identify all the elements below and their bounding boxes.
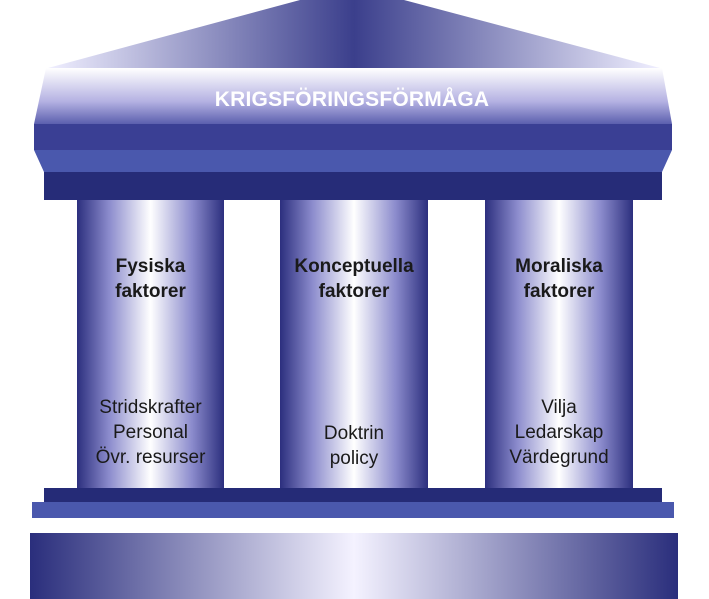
- pillar-items-konceptuella: Doktrin policy: [280, 421, 428, 471]
- pillar-fysiska: [77, 200, 224, 488]
- pillar-title-line: faktorer: [115, 281, 186, 302]
- pillar-item: policy: [329, 448, 379, 469]
- pillar-title-line: faktorer: [318, 281, 390, 302]
- pillar-item: Stridskrafter: [99, 397, 202, 418]
- pillar-item: Vilja: [541, 397, 577, 418]
- pillar-title-line: Fysiska: [115, 256, 186, 277]
- base-step-middle: [32, 502, 674, 518]
- roof-entablature: [34, 68, 672, 124]
- pillar-moraliska: [485, 200, 633, 488]
- pillar-title-konceptuella: Konceptuella faktorer: [270, 254, 438, 304]
- pillar-title-moraliska: Moraliska faktorer: [485, 254, 633, 304]
- roof-band: [34, 124, 672, 150]
- base-step-top: [44, 488, 662, 502]
- pillar-items-fysiska: Stridskrafter Personal Övr. resurser: [67, 395, 234, 470]
- pillar-title-line: Konceptuella: [294, 256, 414, 277]
- pillar-item: Ledarskap: [514, 422, 604, 443]
- pillar-item: Övr. resurser: [95, 447, 206, 468]
- foundation: [30, 533, 678, 599]
- pillar-konceptuella: [280, 200, 428, 488]
- pillar-title-fysiska: Fysiska faktorer: [77, 254, 224, 304]
- pillar-title-line: Moraliska: [515, 256, 603, 277]
- roof-ledge: [34, 150, 672, 172]
- roof-pediment: [48, 0, 660, 68]
- pillar-item: Värdegrund: [509, 447, 609, 468]
- architrave: [44, 172, 662, 200]
- pillar-item: Personal: [113, 422, 188, 443]
- pillar-title-line: faktorer: [523, 281, 595, 302]
- pillar-item: Doktrin: [323, 423, 385, 444]
- roof-title: KRIGSFÖRINGSFÖRMÅGA: [214, 88, 490, 111]
- pillar-items-moraliska: Vilja Ledarskap Värdegrund: [485, 395, 633, 470]
